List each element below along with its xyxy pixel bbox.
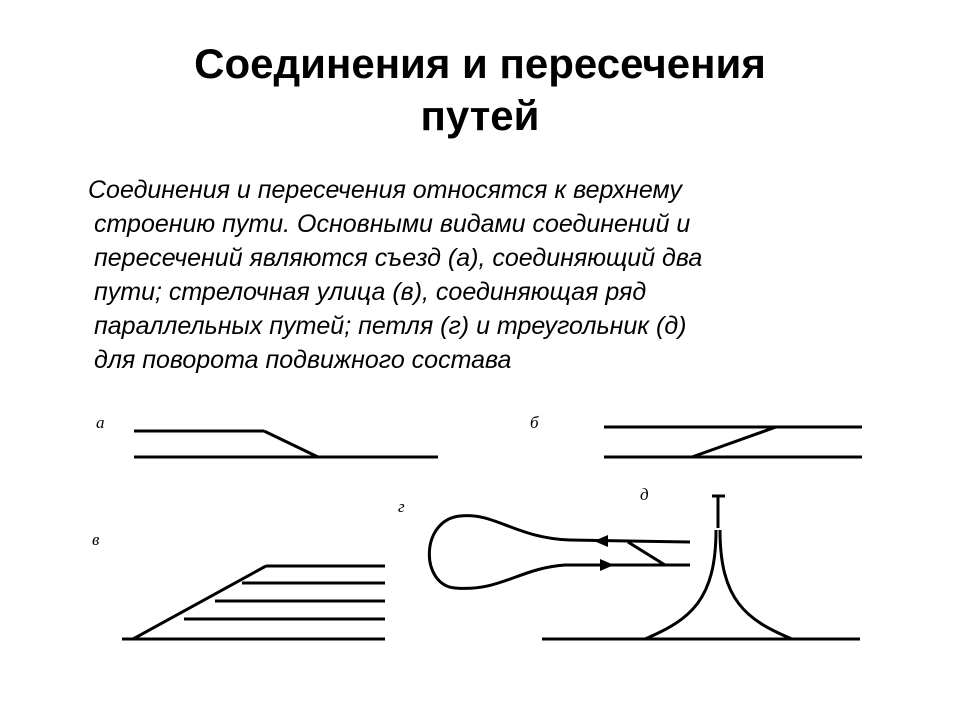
- diagram-g-loop: [427, 514, 691, 590]
- diagram-v-ladder: [122, 564, 385, 641]
- diagram-d-right-curve: [718, 529, 793, 641]
- body-line-5: параллельных путей; петля (г) и треуголь…: [94, 312, 687, 340]
- title-line-2: путей: [420, 92, 540, 139]
- diagram-d-label: д: [640, 485, 649, 504]
- diagram-g-loop-track: [427, 514, 691, 590]
- slide-title: Соединения и пересечения путей: [0, 38, 960, 142]
- diagram-b-label: б: [530, 413, 539, 432]
- diagram-a-crossover: [134, 429, 438, 459]
- diagram-a-label: а: [96, 413, 105, 432]
- body-line-6: для поворота подвижного состава: [94, 346, 512, 374]
- diagram-g-connector: [627, 540, 666, 567]
- diagram-v-label: в: [92, 530, 100, 549]
- diagram-d-left-curve: [644, 529, 718, 641]
- diagram-g-label: г: [398, 497, 405, 516]
- diagram-b-link: [604, 425, 862, 459]
- slide-body-text: Соединения и пересечения относятся к вер…: [88, 173, 894, 377]
- diagram-d-wye: [542, 494, 860, 641]
- diagram-a-diverging-track: [263, 429, 319, 459]
- diagram-b-diagonal-link: [691, 425, 777, 459]
- diagram-v-ladder-diagonal: [132, 564, 267, 641]
- body-line-4: пути; стрелочная улица (в), соединяющая …: [94, 278, 647, 306]
- body-line-1: Соединения и пересечения относятся к вер…: [88, 176, 682, 204]
- diagram-g-arrow-lower: [600, 559, 614, 571]
- title-line-1: Соединения и пересечения: [194, 40, 766, 87]
- diagram-g-arrow-upper: [594, 535, 608, 547]
- body-line-2: строению пути. Основными видами соединен…: [94, 210, 691, 238]
- body-line-3: пересечений являются съезд (а), соединяю…: [94, 244, 703, 272]
